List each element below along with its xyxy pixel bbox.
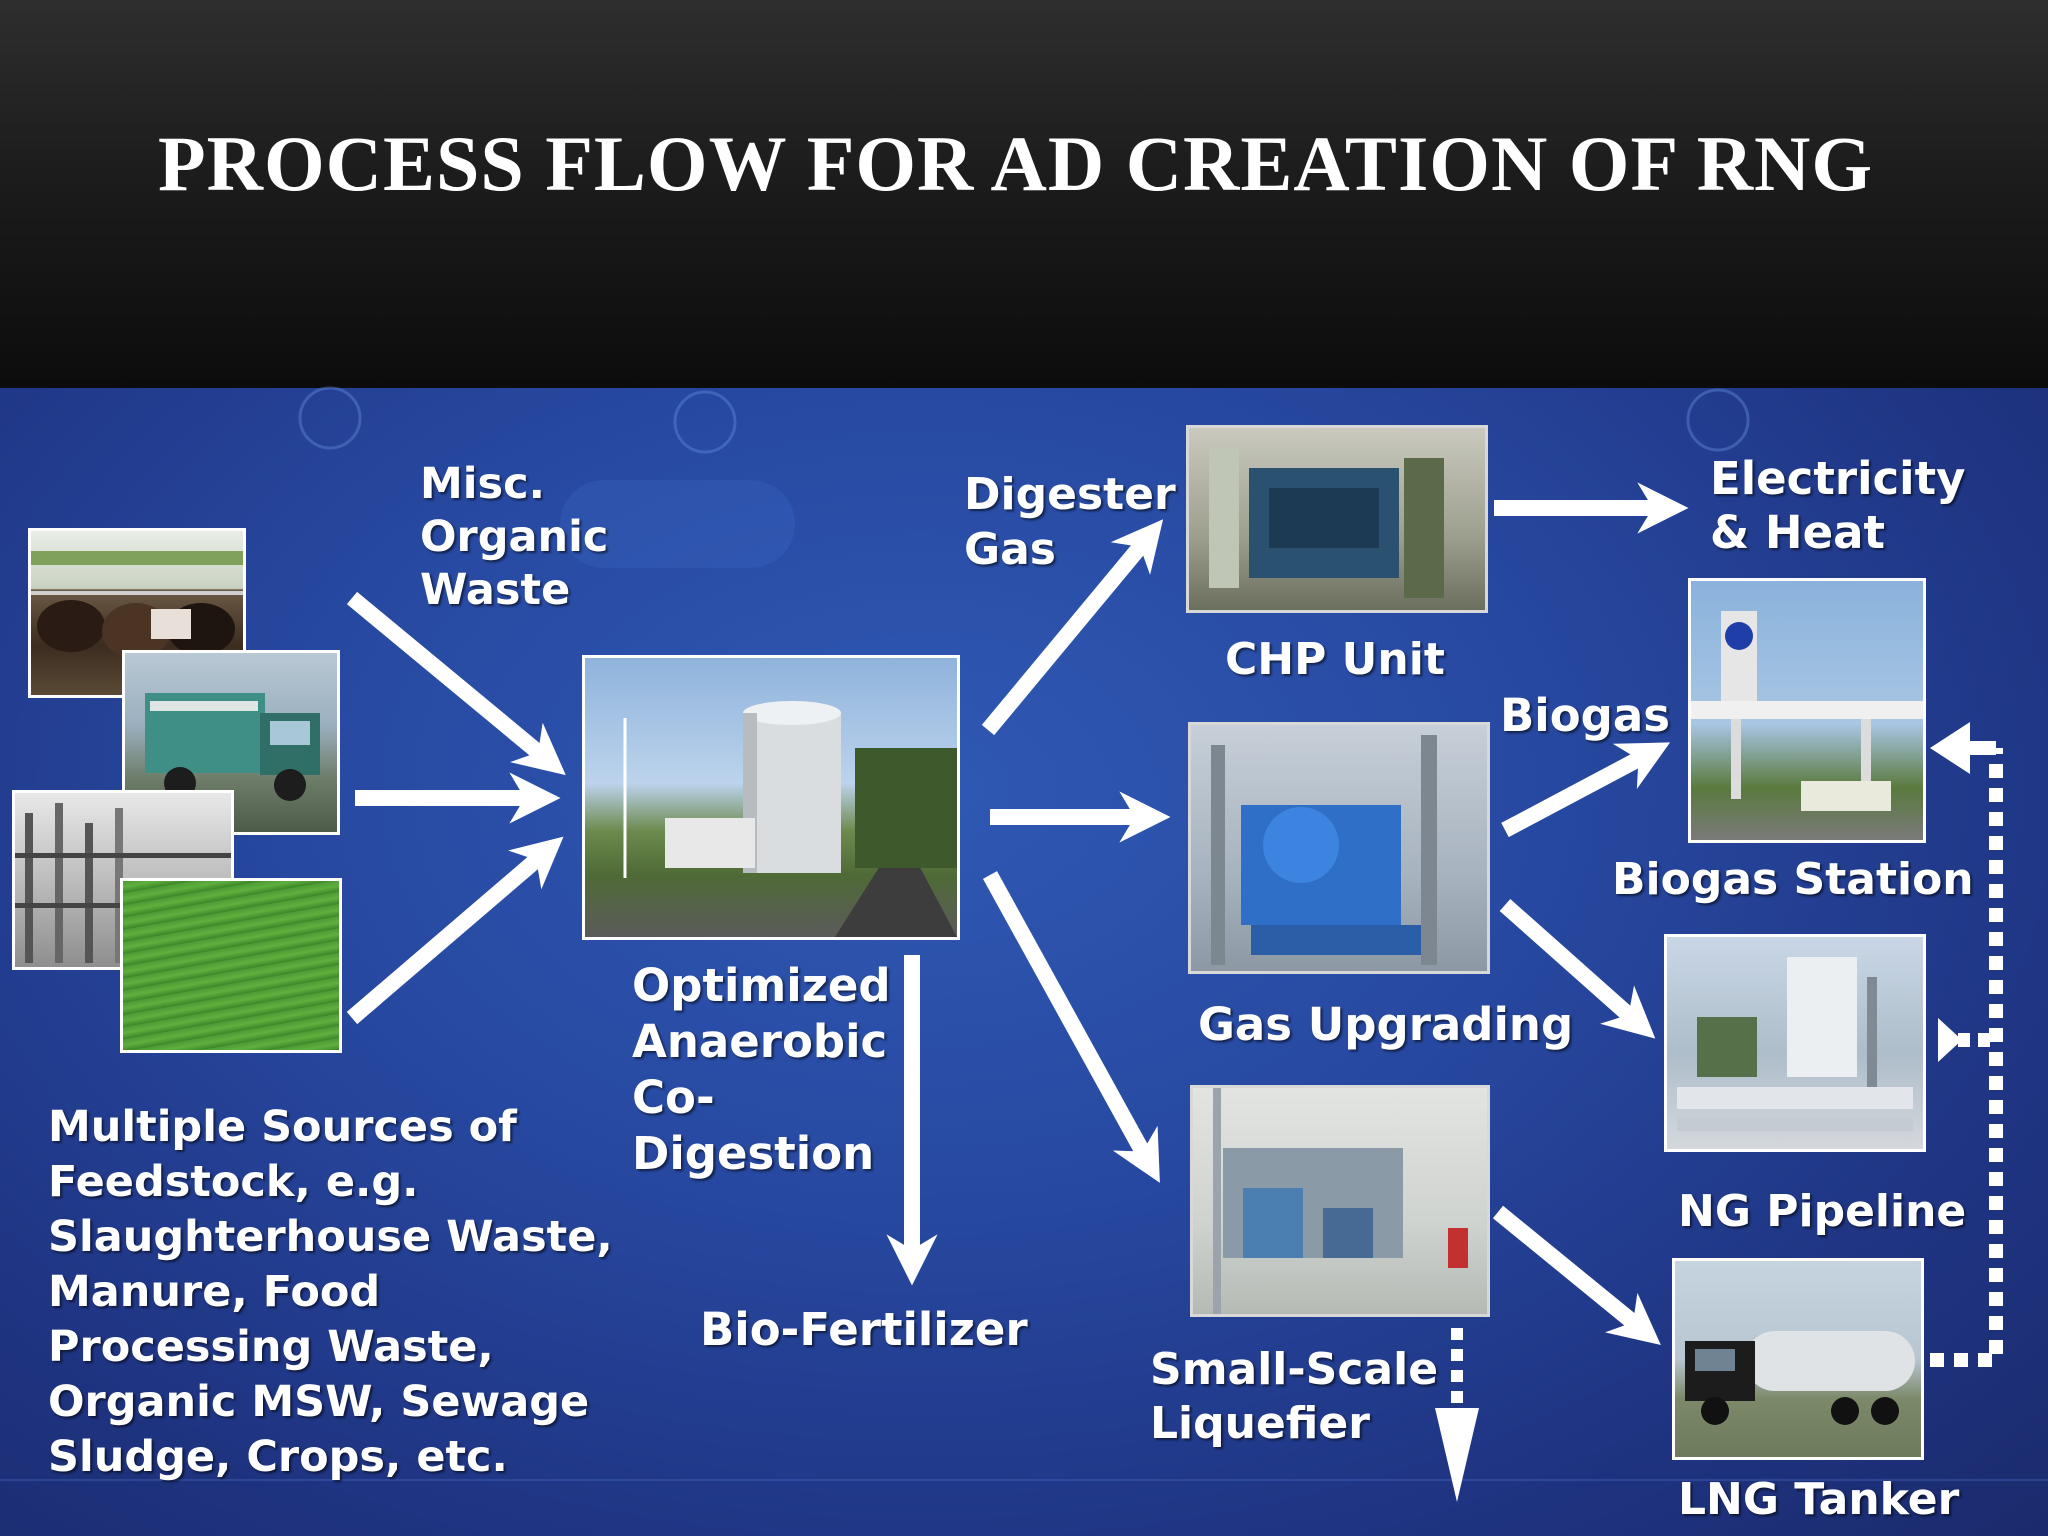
pipeline-illustration [1677, 957, 1913, 1131]
arrow-misc-to-digester [346, 591, 566, 776]
ng-pipeline-photo [1664, 934, 1926, 1152]
label-biogas-station: Biogas Station [1612, 854, 1974, 905]
label-ng-pipeline: NG Pipeline [1678, 1186, 1967, 1237]
arrow-digester-to-chp [981, 519, 1164, 736]
ring-decoration [298, 386, 362, 450]
label-gas-upgrading: Gas Upgrading [1198, 998, 1574, 1051]
arrowhead-to-station [1930, 722, 1970, 774]
digester-illustration [623, 701, 957, 937]
slide-header: PROCESS FLOW FOR AD CREATION OF RNG [0, 0, 2048, 388]
gas-upgrading-photo [1188, 722, 1490, 974]
crops-photo [120, 878, 342, 1053]
label-biogas: Biogas [1500, 689, 1671, 742]
label-feedstock-sources: Multiple Sources of Feedstock, e.g. Slau… [48, 1102, 613, 1482]
label-digester-gas: Digester Gas [964, 469, 1176, 575]
arrow-liquefier-to-tanker [1492, 1205, 1661, 1345]
slide-title: PROCESS FLOW FOR AD CREATION OF RNG [158, 120, 1874, 207]
gas-upgrading-illustration [1211, 735, 1437, 965]
label-bio-fertilizer: Bio-Fertilizer [700, 1303, 1028, 1356]
arrow-upgrading-to-station [1501, 742, 1671, 838]
lng-tanker-photo [1672, 1258, 1924, 1460]
chp-unit-photo [1186, 425, 1488, 613]
ring-decoration [673, 390, 737, 454]
arrowhead-liquefier-down [1435, 1408, 1479, 1502]
label-chp-unit: CHP Unit [1225, 634, 1445, 685]
arrow-crops-to-digester [346, 836, 564, 1025]
digester-photo [582, 655, 960, 940]
biogas-station-photo [1688, 578, 1926, 843]
label-anaerobic-digestion: Optimized Anaerobic Co- Digestion [632, 959, 891, 1180]
arrow-upgrading-to-pipeline [1499, 899, 1656, 1039]
arrow-digester-to-liquefier [982, 871, 1160, 1183]
label-small-scale-liquefier: Small-Scale Liquefier [1150, 1344, 1439, 1449]
tanker-illustration [1685, 1331, 1915, 1425]
chp-illustration [1209, 448, 1444, 598]
label-electricity-heat: Electricity & Heat [1710, 452, 1966, 559]
ring-decoration [1686, 388, 1750, 452]
glow-band [560, 480, 795, 568]
cows-illustration [31, 551, 243, 659]
liquefier-photo [1190, 1085, 1490, 1317]
label-lng-tanker: LNG Tanker [1678, 1474, 1960, 1525]
label-misc-organic-waste: Misc. Organic Waste [420, 459, 609, 615]
liquefier-illustration [1213, 1088, 1468, 1314]
gas-station-illustration [1691, 611, 1923, 811]
